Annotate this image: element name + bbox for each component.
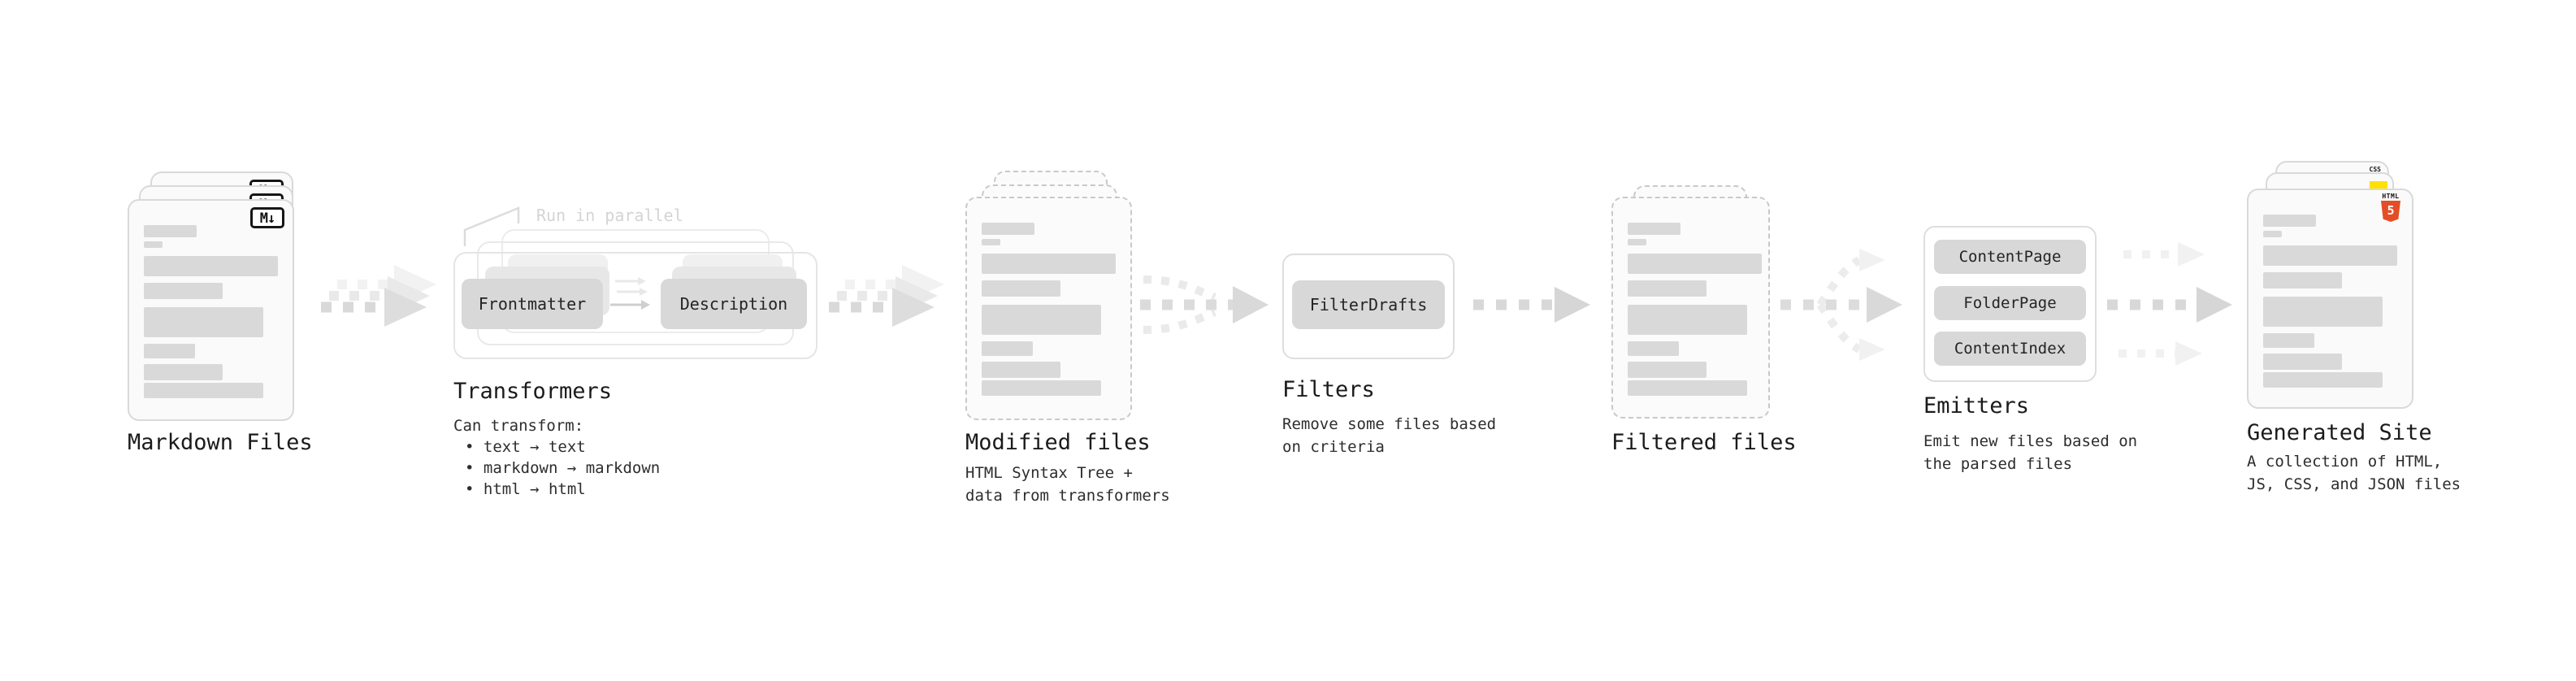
contentindex-pill: ContentIndex: [1934, 332, 2086, 366]
text-placeholder-bars: [2249, 190, 2412, 407]
emitters-desc-line: the parsed files: [1923, 455, 2073, 473]
js-icon: [2370, 181, 2387, 190]
stage-title-filters: Filters: [1282, 377, 1375, 402]
flow-arrow-fanout: [1780, 249, 1902, 361]
stage-title-markdown-files: Markdown Files: [128, 430, 313, 455]
html5-icon: HTML 5: [2380, 193, 2401, 222]
text-placeholder-bars: [129, 201, 293, 419]
text-placeholder-bars: [967, 198, 1130, 419]
flow-arrow-dashed: [1473, 287, 1590, 323]
flow-arrow-stacked: [321, 265, 436, 327]
flow-arrow-merge: [1140, 275, 1268, 334]
contentpage-pill: ContentPage: [1934, 240, 2086, 274]
folderpage-pill: FolderPage: [1934, 286, 2086, 320]
generated-desc-line: A collection of HTML,: [2247, 453, 2443, 471]
modified-desc-line: data from transformers: [965, 487, 1170, 505]
text-placeholder-bars: [1613, 198, 1768, 417]
transformers-bullet: • text → text: [465, 438, 586, 456]
transformers-bullet: • html → html: [465, 480, 586, 498]
frontmatter-pill: Frontmatter: [462, 279, 603, 329]
stage-title-filtered-files: Filtered files: [1611, 430, 1797, 455]
description-pill: Description: [661, 279, 807, 329]
markdown-file-card-front: M↓: [128, 199, 294, 421]
filtered-file-card-front: [1611, 197, 1770, 419]
html5-label: HTML: [2382, 193, 2400, 200]
modified-desc-line: HTML Syntax Tree +: [965, 464, 1133, 482]
transformers-desc-head: Can transform:: [453, 417, 584, 435]
pill-connector-arrows: [610, 277, 650, 310]
flow-arrow-stacked: [829, 265, 944, 327]
flow-arrow-triple: [2107, 242, 2232, 366]
generated-desc-line: JS, CSS, and JSON files: [2247, 475, 2461, 493]
stage-title-transformers: Transformers: [453, 379, 613, 404]
markdown-icon: M↓: [250, 207, 284, 228]
stage-title-generated-site: Generated Site: [2247, 420, 2432, 445]
filterdrafts-pill: FilterDrafts: [1292, 280, 1445, 329]
generated-file-card-front: HTML 5: [2247, 189, 2413, 409]
modified-file-card-front: [965, 197, 1132, 420]
emitters-desc-line: Emit new files based on: [1923, 432, 2138, 450]
run-in-parallel-note: Run in parallel: [536, 206, 683, 225]
note-leader-line: [463, 206, 520, 246]
stage-title-modified-files: Modified files: [965, 430, 1151, 455]
filters-desc-line: Remove some files based: [1282, 415, 1497, 433]
transformers-bullet: • markdown → markdown: [465, 459, 661, 477]
transformer-box-front: [453, 252, 817, 359]
stage-title-emitters: Emitters: [1923, 393, 2030, 419]
html5-shield: 5: [2381, 201, 2400, 222]
filters-desc-line: on criteria: [1282, 438, 1385, 456]
